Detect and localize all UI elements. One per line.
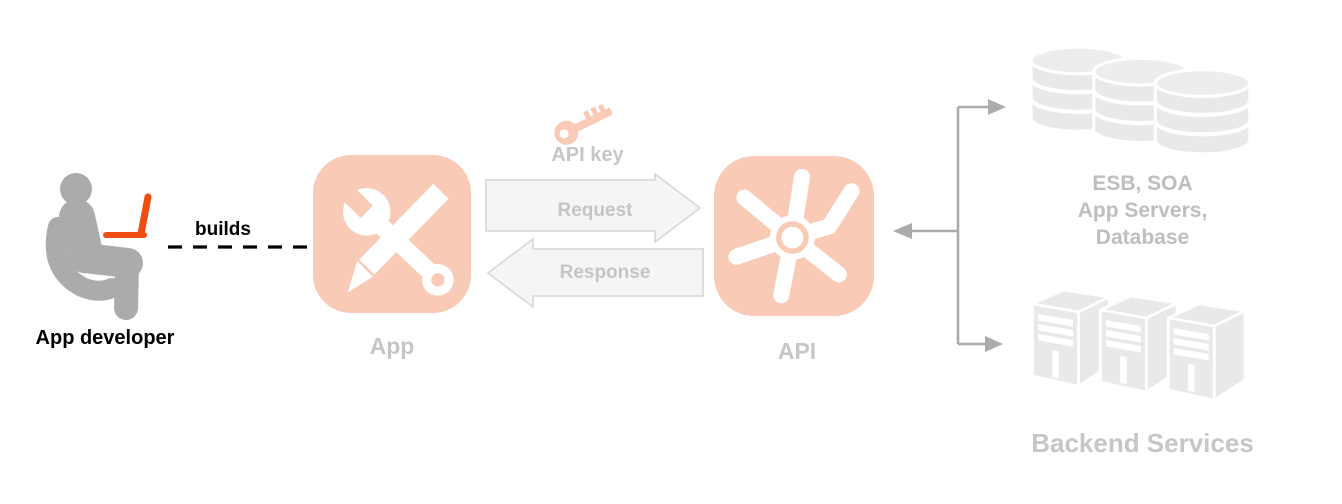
api-key-label: API key <box>551 144 624 166</box>
esb-label-line1: ESB, SOA <box>1092 172 1193 195</box>
database-stack-icon <box>1028 44 1256 160</box>
api-label: API <box>777 338 817 364</box>
server-stack-icon <box>1026 282 1258 404</box>
response-label: Response <box>559 262 651 283</box>
backend-services-label: Backend Services <box>1031 428 1254 458</box>
person-laptop-icon <box>40 165 170 325</box>
backend-connector-lines <box>885 95 1015 360</box>
api-node <box>714 156 874 316</box>
cog-icon <box>714 156 874 316</box>
esb-label-line2: App Servers, <box>1077 199 1208 222</box>
app-label: App <box>369 333 415 359</box>
app-node <box>313 155 471 313</box>
response-arrow-icon <box>487 238 704 308</box>
builds-label: builds <box>195 219 251 240</box>
esb-label-line3: Database <box>1095 226 1190 249</box>
request-arrow-icon <box>485 173 702 243</box>
key-icon <box>550 99 624 149</box>
builds-dashed-line <box>168 243 308 251</box>
developer-label: App developer <box>35 327 175 349</box>
wrench-pencil-icon <box>313 155 471 313</box>
request-label: Request <box>557 200 633 221</box>
esb-label: ESB, SOA App Servers, Database <box>1030 170 1255 251</box>
